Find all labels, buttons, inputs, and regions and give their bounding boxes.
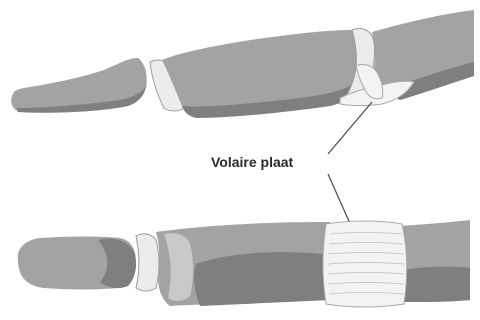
leader-line-bottom [328,174,352,228]
bottom-volar-plate [323,221,407,307]
top-finger-illustration [11,10,474,118]
leader-line-top [328,102,372,154]
bottom-proximal-phalanx-shade [400,267,470,302]
volar-plate-label: Volaire plaat [211,154,294,170]
bottom-dip-joint-cartilage [136,234,159,291]
label-group: Volaire plaat [211,102,372,228]
bottom-middle-phalanx-shade [194,252,330,306]
bottom-finger-illustration [18,220,470,307]
